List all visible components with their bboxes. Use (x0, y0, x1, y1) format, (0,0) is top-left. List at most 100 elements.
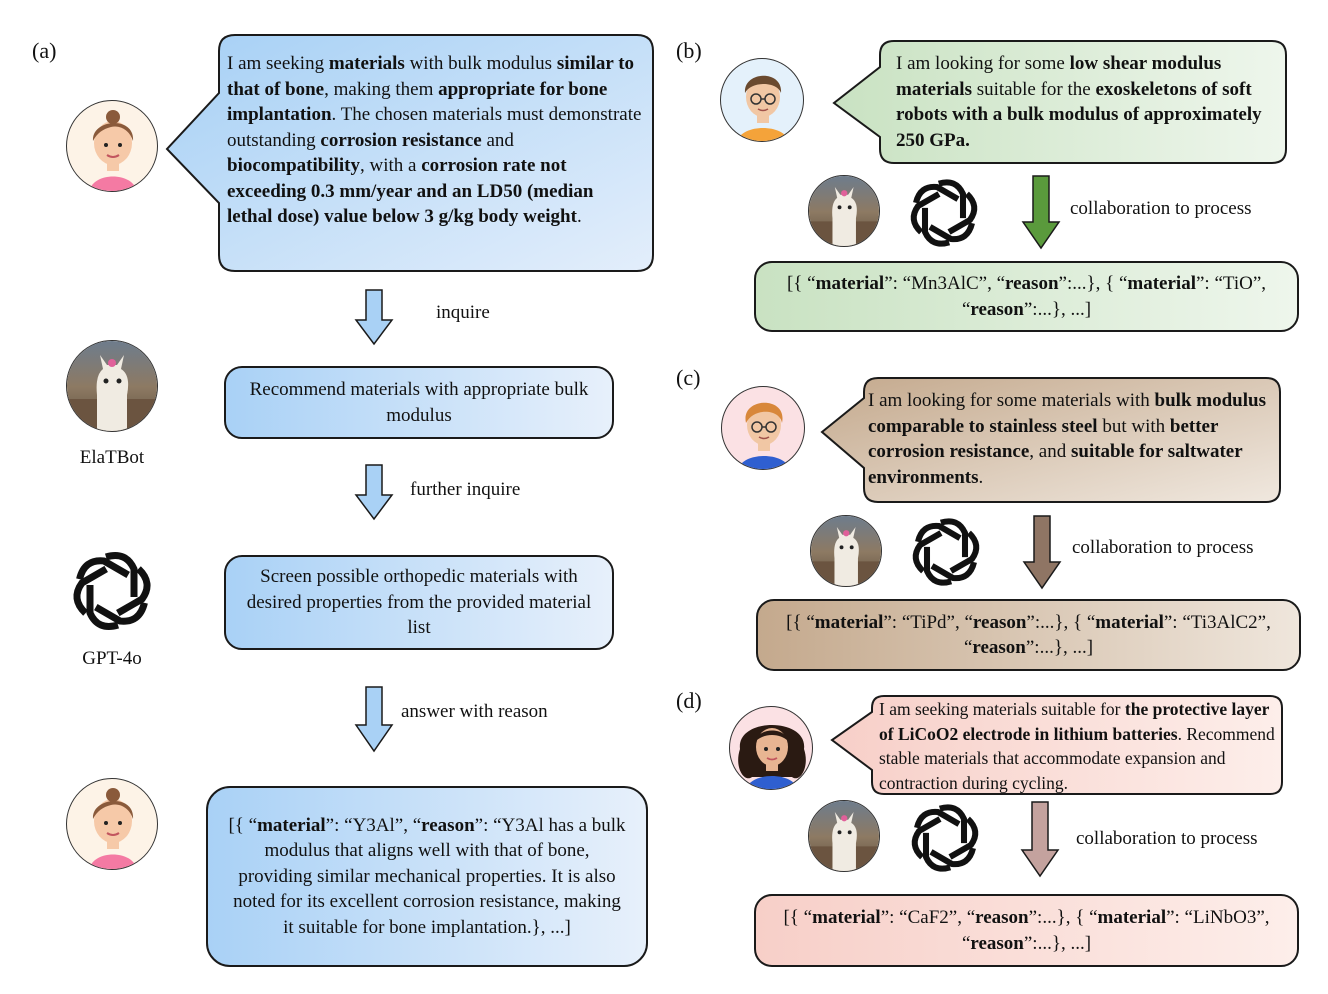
answer-d-segment: ”: “CaF2”, “ (880, 907, 976, 928)
answer-b-segment: material (1127, 273, 1196, 294)
answer-c-segment: reason (972, 611, 1027, 633)
query-a-segment: with bulk modulus (404, 53, 557, 74)
query-c-segment: . (978, 466, 984, 488)
query-a-segment: corrosion rate not exceeding 0.3 mm/year… (227, 155, 594, 227)
query-text-a: I am seeking materials with bulk modulus… (227, 51, 642, 230)
answer-d-segment: reason (975, 907, 1029, 928)
query-c-segment: but with (1097, 415, 1170, 437)
answer-b-segment: material (815, 273, 885, 294)
query-a-segment: and (481, 129, 514, 151)
query-a-segment: corrosion resistance (320, 129, 482, 151)
query-bubble-d: I am seeking materials suitable for the … (830, 694, 1284, 796)
answer-a-segment: ”: “Y3Al has a bulk modulus that aligns … (233, 814, 626, 938)
user-avatar-boy (721, 386, 805, 470)
elatbot-avatar-d (808, 800, 880, 872)
query-a-segment: materials (328, 53, 405, 74)
answer-a-segment: reason (421, 814, 475, 836)
answer-b-segment: reason (1005, 273, 1059, 294)
answer-b-segment: reason (970, 298, 1024, 320)
arrow-down-further-inquire (354, 464, 394, 521)
answer-c-segment: ”: “TiPd”, “ (883, 611, 973, 633)
query-bubble-b: I am looking for some low shear modulus … (832, 39, 1288, 165)
answer-d-segment: ”: “LiNbO3”, “ (961, 907, 1270, 954)
answer-box-d: [{ “material”: “CaF2”, “reason”:...}, { … (754, 894, 1299, 967)
gpt-logo-icon-b (906, 175, 982, 251)
query-a-segment: similar to that of bone (227, 53, 635, 100)
arrow-down-inquire (354, 289, 394, 346)
query-b-segment: low shear modulus materials (896, 53, 1222, 100)
user-avatar-man-glasses (720, 58, 804, 142)
arrow-down-b (1021, 175, 1061, 250)
answer-b-segment: ”:...}, ...] (1023, 298, 1092, 320)
answer-c-segment: material (814, 611, 884, 633)
answer-c-segment: [{ “ (786, 611, 815, 633)
query-b-segment: I am looking for some (896, 53, 1070, 74)
answer-b-segment: ”: “TiO”, “ (961, 273, 1267, 320)
query-d-segment: I am seeking materials suitable for (879, 699, 1125, 719)
query-a-segment: . The chosen materials must demonstrate … (227, 104, 642, 151)
step1-box: Recommend materials with appropriate bul… (224, 366, 614, 439)
elatbot-avatar (66, 340, 158, 432)
process-label-c: collaboration to process (1072, 537, 1254, 558)
query-a-segment: . (576, 206, 582, 227)
query-a-segment: biocompatibility (227, 155, 361, 176)
answer-c-segment: ”:...}, ...] (1025, 637, 1094, 658)
step3-label: answer with reason (401, 701, 548, 722)
query-d-segment: the protective layer of LiCoO2 electrode… (879, 699, 1270, 744)
answer-c-segment: reason (972, 637, 1026, 658)
gpt-logo-icon (68, 547, 156, 635)
query-d-segment: . Recommend stable materials that accomm… (879, 723, 1275, 793)
answer-c-segment: ”:...}, { “ (1026, 611, 1096, 633)
answer-c-segment: material (1095, 611, 1164, 633)
user-avatar-woman-bottom (66, 778, 158, 870)
query-a-segment: , with a (360, 155, 422, 176)
answer-d-segment: [{ “ (783, 907, 813, 928)
panel-c-label: (c) (676, 365, 701, 390)
answer-b-segment: [{ “ (786, 273, 816, 294)
query-c-segment: suitable for saltwater environments (868, 441, 1243, 488)
panel-b-label: (b) (676, 38, 702, 63)
user-avatar-woman-curly (729, 706, 813, 790)
query-bubble-c: I am looking for some materials with bul… (820, 376, 1282, 504)
arrow-down-c (1022, 515, 1062, 590)
panel-d-label: (d) (676, 688, 702, 713)
answer-box-c: [{ “material”: “TiPd”, “reason”:...}, { … (756, 599, 1301, 671)
answer-d-segment: reason (970, 932, 1024, 954)
query-b-segment: suitable for the (971, 78, 1096, 100)
process-label-b: collaboration to process (1070, 198, 1252, 219)
query-c-segment: better corrosion resistance (868, 415, 1219, 463)
answer-box-b: [{ “material”: “Mn3AlC”, “reason”:...}, … (754, 261, 1299, 332)
elatbot-avatar-c (810, 515, 882, 587)
answer-d-segment: material (812, 907, 881, 928)
gpt-name: GPT-4o (82, 648, 142, 669)
query-text-b: I am looking for some low shear modulus … (896, 51, 1276, 153)
step2-label: further inquire (410, 479, 521, 500)
elatbot-name: ElaTBot (79, 447, 145, 468)
process-label-d: collaboration to process (1076, 828, 1258, 849)
answer-a-segment: ”: “Y3Al”, “ (325, 814, 422, 836)
query-bubble-a: I am seeking materials with bulk modulus… (165, 33, 655, 273)
query-b-segment: exoskeletons of soft robots with a bulk … (896, 78, 1262, 151)
query-text-d: I am seeking materials suitable for the … (879, 697, 1279, 795)
arrow-down-d (1020, 801, 1060, 878)
step2-box: Screen possible orthopedic materials wit… (224, 555, 614, 650)
answer-a-segment: [{ “ (228, 814, 258, 836)
answer-d-segment: ”:...}, { “ (1028, 907, 1098, 928)
gpt-logo-icon-d (907, 800, 983, 876)
query-a-segment: I am seeking (227, 53, 329, 74)
query-a-segment: , making them (324, 78, 439, 100)
step1-label: inquire (436, 302, 490, 323)
query-c-segment: bulk modulus comparable to stainless ste… (868, 390, 1266, 437)
gpt-logo-icon-c (908, 514, 984, 590)
answer-box-a: [{ “material”: “Y3Al”, “reason”: “Y3Al h… (206, 786, 648, 967)
query-c-segment: , and (1029, 441, 1071, 462)
answer-b-segment: ”: “Mn3AlC”, “ (884, 273, 1006, 294)
arrow-down-answer (354, 686, 394, 753)
answer-b-segment: ”:...}, { “ (1058, 273, 1128, 294)
panel-a-label: (a) (32, 38, 57, 63)
query-text-c: I am looking for some materials with bul… (868, 388, 1276, 490)
query-c-segment: I am looking for some materials with (868, 390, 1155, 411)
answer-c-segment: ”: “Ti3AlC2”, “ (963, 611, 1271, 659)
elatbot-avatar-b (808, 175, 880, 247)
answer-d-segment: ”:...}, ...] (1023, 932, 1092, 954)
